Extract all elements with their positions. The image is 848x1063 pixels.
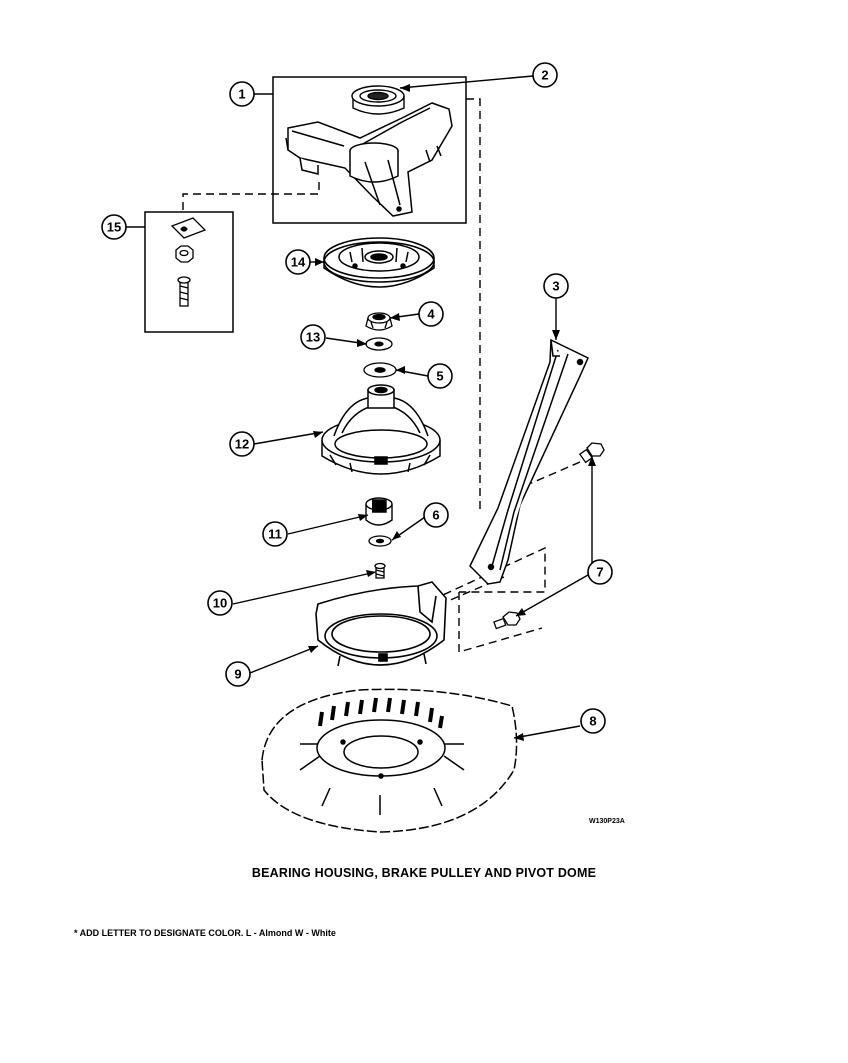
svg-text:1: 1 [238,87,245,102]
svg-text:2: 2 [541,68,548,83]
callout-13: 13 [300,324,326,350]
washer-icon [368,535,392,547]
callout-1: 1 [229,81,255,107]
nut-icon [365,312,393,331]
diagram-title: BEARING HOUSING, BRAKE PULLEY AND PIVOT … [251,866,597,880]
shield-icon [315,581,447,667]
callout-2: 2 [532,62,558,88]
bearing-icon [351,85,405,115]
callout-4: 4 [418,301,444,327]
bolt-icon [493,611,521,630]
svg-text:12: 12 [235,437,249,452]
bearing-housing-icon [285,102,453,217]
svg-text:14: 14 [291,255,306,270]
svg-text:6: 6 [432,508,439,523]
callout-5: 5 [427,363,453,389]
svg-text:11: 11 [268,527,282,542]
washer-icon [363,362,397,378]
callout-15: 15 [101,214,127,240]
callout-3: 3 [543,273,569,299]
callout-14: 14 [285,249,311,275]
callout-11: 11 [262,521,288,547]
leader-lines [126,75,593,739]
support-bracket-icon [469,338,589,585]
callout-9: 9 [225,661,251,687]
callout-8: 8 [580,708,606,734]
svg-text:3: 3 [552,279,559,294]
callout-7: 7 [587,559,613,585]
callout-6: 6 [423,502,449,528]
svg-text:9: 9 [234,667,241,682]
callout-12: 12 [229,431,255,457]
svg-text:8: 8 [589,714,596,729]
svg-text:5: 5 [436,369,443,384]
svg-text:4: 4 [427,307,435,322]
svg-text:10: 10 [213,596,227,611]
pivot-dome-icon [321,384,441,475]
color-note: * ADD LETTER TO DESIGNATE COLOR. L - Alm… [74,928,336,938]
screw-icon [374,562,386,579]
brake-pulley-icon [323,237,435,288]
svg-text:7: 7 [596,565,603,580]
callouts: 1 2 3 4 5 6 7 8 9 10 11 12 13 14 15 [101,62,613,734]
fastener-kit-icon [170,217,207,307]
drawing-code: W130P23A [589,818,625,825]
leader-arrowheads [308,84,596,741]
base-plate-icon [261,688,518,833]
svg-text:13: 13 [306,330,320,345]
svg-text:15: 15 [107,220,121,235]
callout-10: 10 [207,590,233,616]
fastener-kit-frame [144,211,234,333]
housing-frame [272,76,467,224]
washer-icon [365,337,393,351]
cam-icon [365,497,393,526]
